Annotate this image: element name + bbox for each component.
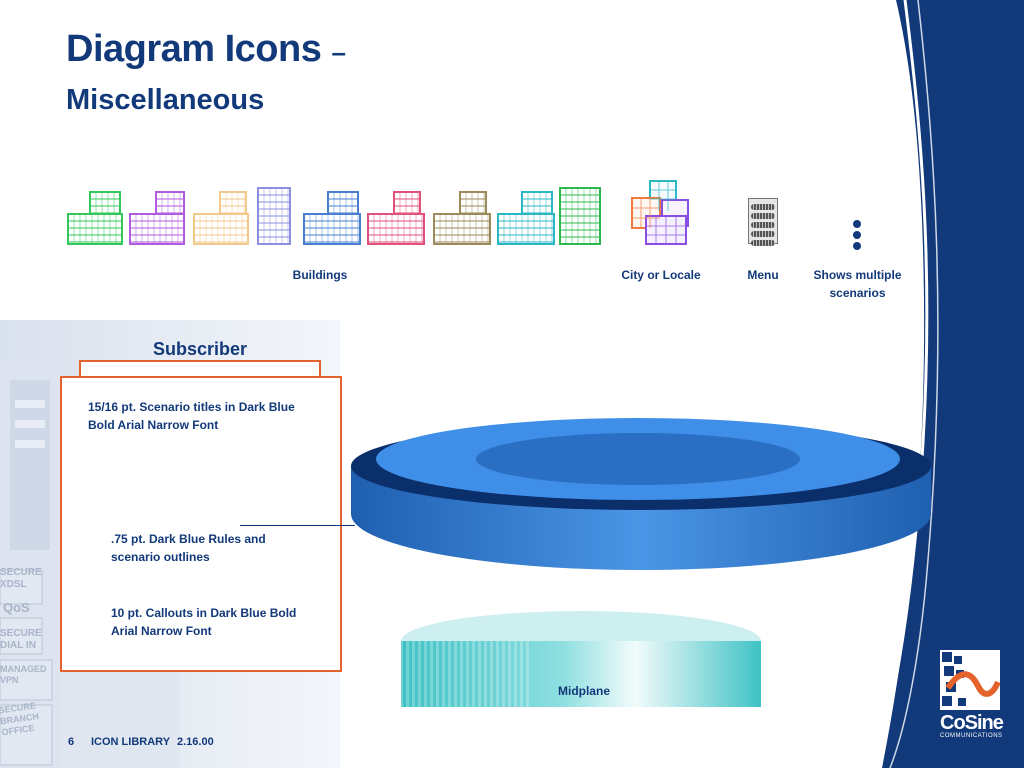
background-word: SECURE DIAL IN <box>0 628 42 651</box>
building-icon <box>193 191 249 245</box>
footer-library: ICON LIBRARY <box>91 736 171 748</box>
background-word: SECURE XDSL <box>0 567 42 590</box>
buildings-icon-row <box>67 187 601 245</box>
menu-label: Menu <box>747 268 779 282</box>
slide-title-text: Diagram Icons <box>66 28 322 70</box>
scenario-title[interactable]: Subscriber <box>153 339 248 359</box>
city-icon <box>631 180 689 245</box>
city-label: City or Locale <box>621 268 701 282</box>
page-number: 6 <box>68 736 75 748</box>
scenario-card-back <box>79 360 321 378</box>
cosine-logo-name: CoSine <box>940 712 1004 734</box>
ellipsis-icon <box>852 220 862 253</box>
slide-title-dash: – <box>331 37 346 67</box>
menu-icon <box>748 198 778 246</box>
callout-rules: .75 pt. Dark Blue Rules and scenario out… <box>111 532 266 564</box>
building-icon <box>129 191 185 245</box>
building-icon <box>257 187 291 245</box>
scenario-card[interactable] <box>60 376 342 672</box>
buildings-label: Buildings <box>292 268 348 282</box>
slide-subtitle: Miscellaneous <box>66 84 265 116</box>
cosine-logo-tm: ™ <box>994 701 999 707</box>
connector-rule <box>240 525 355 526</box>
building-icon <box>67 191 123 245</box>
midplane-shape <box>401 611 761 707</box>
background-word: SECURE BRANCH OFFICE <box>0 700 40 738</box>
building-icon <box>303 191 361 245</box>
building-icon <box>367 191 425 245</box>
cosine-logo-mark <box>940 650 1000 710</box>
building-icon <box>559 187 601 245</box>
background-word: MANAGED VPN <box>0 664 47 685</box>
multiple-scenarios-label: Shows multiple scenarios <box>813 268 902 300</box>
callout-font: 10 pt. Callouts in Dark Blue Bold Arial … <box>111 606 297 638</box>
building-icon <box>433 191 491 245</box>
background-word: QoS <box>3 600 30 615</box>
callout-scenario-titles: 15/16 pt. Scenario titles in Dark Blue B… <box>88 400 295 432</box>
ring-shape <box>351 418 931 570</box>
midplane-label: Midplane <box>557 684 610 698</box>
building-icon <box>497 191 555 245</box>
cosine-logo-tagline: COMMUNICATIONS <box>940 733 1003 739</box>
slide-title: Diagram Icons – <box>66 28 346 71</box>
footer-date: 2.16.00 <box>177 736 214 748</box>
cosine-logo: CoSine COMMUNICATIONS <box>940 650 1004 739</box>
